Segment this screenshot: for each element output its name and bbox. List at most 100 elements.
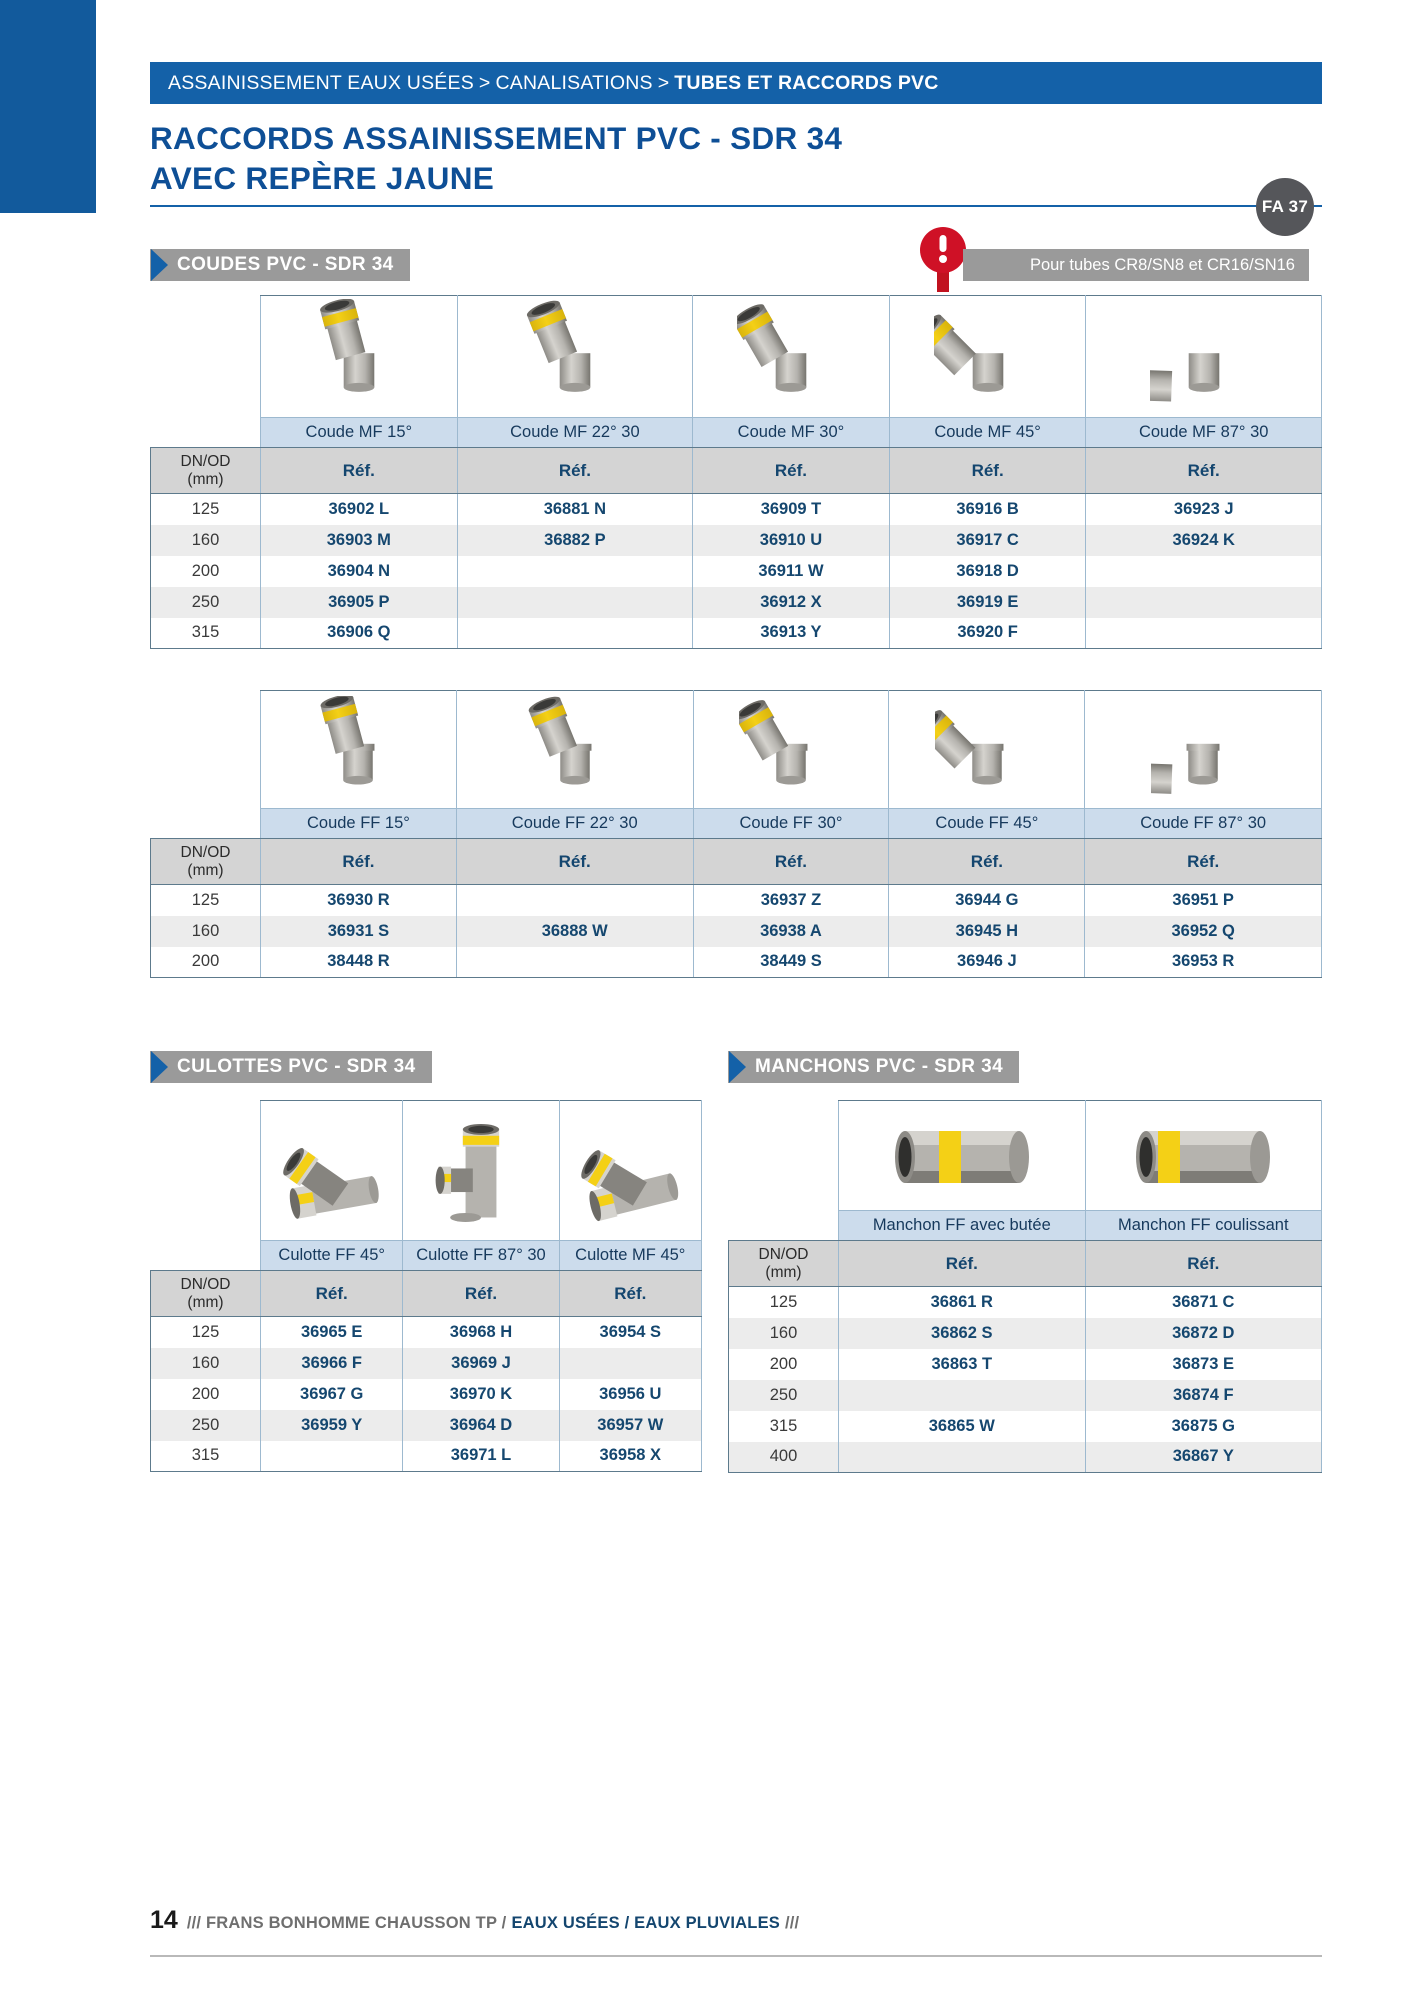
dn-od-value: 200 [150, 946, 261, 978]
reference-value [1085, 555, 1322, 587]
footer: 14 /// FRANS BONHOMME CHAUSSON TP / EAUX… [150, 1906, 799, 1935]
page-title-line-2: AVEC REPÈRE JAUNE [150, 160, 495, 197]
dn-od-header-line1: DN/OD [180, 452, 231, 470]
table-corner-blank [729, 1211, 839, 1241]
reference-value [1085, 617, 1322, 649]
reference-value: 36920 F [888, 617, 1087, 649]
ref-column-header: Réf. [1085, 447, 1322, 494]
dn-od-value: 315 [150, 617, 261, 649]
dn-od-header: DN/OD(mm) [150, 447, 261, 494]
table-corner-blank [729, 1101, 839, 1211]
product-photo-cell [888, 690, 1086, 809]
table-corner-blank [151, 418, 261, 448]
reference-value: 36865 W [838, 1410, 1086, 1442]
breadcrumb-separator-2: > [657, 71, 670, 94]
section-header-culottes-label: CULOTTES PVC - SDR 34 [177, 1056, 416, 1077]
ref-column-header: Réf. [260, 447, 458, 494]
reference-value [456, 617, 694, 649]
product-photo-cell [692, 690, 890, 809]
breadcrumb-item-2[interactable]: CANALISATIONS [495, 71, 653, 94]
dn-od-header-line1: DN/OD [758, 1245, 809, 1263]
dn-od-value: 160 [150, 524, 261, 556]
dn-od-value: 315 [728, 1410, 839, 1442]
dn-od-header-line2: (mm) [187, 1293, 224, 1311]
breadcrumb-separator-1: > [478, 71, 491, 94]
reference-value: 36958 X [558, 1440, 703, 1472]
breadcrumb-item-1[interactable]: ASSAINISSEMENT EAUX USÉES [168, 71, 474, 94]
column-header: Coude FF 45° [888, 808, 1086, 839]
reference-value: 36904 N [260, 555, 458, 587]
reference-value: 36937 Z [692, 884, 890, 916]
dn-od-value: 125 [728, 1286, 839, 1318]
product-photo-cell [1084, 690, 1322, 809]
reference-value: 36911 W [692, 555, 890, 587]
dn-od-value: 250 [150, 586, 261, 618]
column-header: Manchon FF coulissant [1084, 1210, 1323, 1241]
note-pour-tubes-label: Pour tubes CR8/SN8 et CR16/SN16 [1029, 255, 1295, 274]
ref-header-row: DN/OD(mm)Réf.Réf.Réf. [150, 1270, 703, 1317]
reference-value: 36919 E [888, 586, 1087, 618]
reference-value: 36905 P [260, 586, 458, 618]
reference-value: 36969 J [402, 1347, 560, 1379]
dn-od-value: 160 [150, 1347, 261, 1379]
reference-value: 36916 B [888, 493, 1087, 525]
left-blue-tab [0, 0, 96, 213]
reference-value: 36881 N [456, 493, 694, 525]
product-photo-cell [259, 1100, 404, 1241]
footer-divider [150, 1955, 1322, 1957]
ref-column-header: Réf. [456, 447, 694, 494]
product-photo-cell [558, 1100, 703, 1241]
reference-value: 36918 D [888, 555, 1087, 587]
column-header: Culotte MF 45° [558, 1240, 703, 1271]
reference-value: 36965 E [259, 1316, 404, 1348]
reference-value: 36912 X [692, 586, 890, 618]
breadcrumb-item-3[interactable]: TUBES ET RACCORDS PVC [674, 71, 939, 94]
reference-value [456, 555, 694, 587]
column-header: Coude FF 15° [260, 808, 457, 839]
note-pour-tubes: Pour tubes CR8/SN8 et CR16/SN16 [963, 249, 1309, 281]
page-title-line-1: RACCORDS ASSAINISSEMENT PVC - SDR 34 [150, 120, 843, 156]
reference-value: 36953 R [1084, 946, 1322, 978]
reference-value: 38448 R [260, 946, 457, 978]
chevron-right-icon [729, 1051, 746, 1083]
reference-value: 36946 J [888, 946, 1086, 978]
ref-column-header: Réf. [402, 1270, 560, 1317]
reference-value [455, 884, 694, 916]
column-header: Coude MF 87° 30 [1085, 417, 1322, 448]
reference-value: 36951 P [1084, 884, 1322, 916]
reference-value: 36959 Y [259, 1409, 404, 1441]
dn-od-header: DN/OD(mm) [150, 1270, 261, 1317]
reference-value: 36875 G [1084, 1410, 1323, 1442]
dn-od-header: DN/OD(mm) [150, 838, 261, 885]
dn-od-value: 250 [728, 1379, 839, 1411]
product-photo-cell [455, 690, 694, 809]
ref-header-row: DN/OD(mm)Réf.Réf.Réf.Réf.Réf. [150, 447, 1322, 494]
product-photo-cell [692, 295, 890, 418]
photo-row [151, 690, 1322, 809]
reference-value: 36863 T [838, 1348, 1086, 1380]
reference-value: 36888 W [455, 915, 694, 947]
reference-value: 36938 A [692, 915, 890, 947]
product-photo-cell [260, 690, 457, 809]
product-photo-cell [838, 1100, 1086, 1211]
section-header-coudes-label: COUDES PVC - SDR 34 [177, 254, 394, 275]
reference-value: 36966 F [259, 1347, 404, 1379]
photo-row [151, 1100, 703, 1241]
reference-value: 36954 S [558, 1316, 703, 1348]
